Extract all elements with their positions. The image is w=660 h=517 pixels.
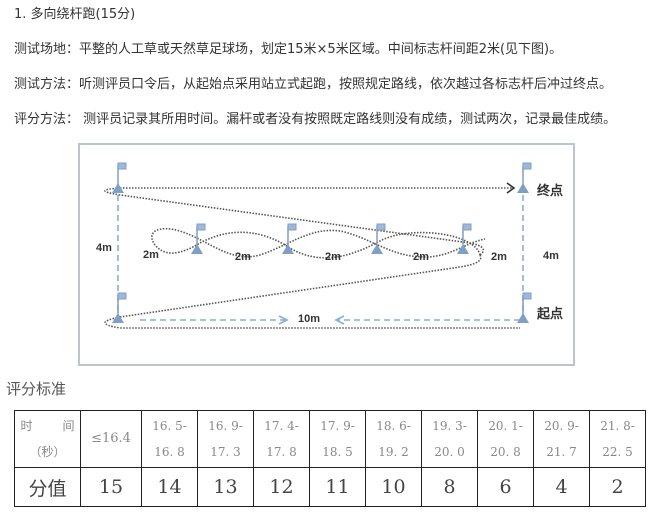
test-venue-text: 测试场地：平整的人工草或天然草足球场，划定15米×5米区域。中间标志杆间距2米(…	[14, 42, 563, 57]
gap-label: 2m	[325, 251, 341, 263]
time-to: 17. 8	[266, 445, 297, 459]
time-from: 17. 9-	[320, 419, 355, 433]
course-diagram: 终点 起点 4m 4m 10m 2m 2m 2m 2m 2m	[78, 143, 575, 366]
time-cell: 16. 5- 16. 8	[141, 410, 198, 468]
score-cell: 14	[141, 467, 198, 507]
time-from: 20. 1-	[488, 419, 523, 433]
time-to: 20. 8	[490, 445, 521, 459]
time-to: 17. 3	[210, 445, 241, 459]
score-cell: 6	[477, 467, 534, 507]
time-from: 18. 6-	[376, 419, 411, 433]
time-header-cell: 时 间 （秒）	[14, 410, 81, 468]
time-row: 时 间 （秒） ≤16.4 16. 5- 16. 8 16. 9- 17. 3 17.…	[14, 410, 646, 468]
bottom-distance-label: 10m	[298, 313, 321, 325]
time-from: 21. 8-	[600, 419, 635, 433]
score-cell: 4	[533, 467, 590, 507]
score-cell: 15	[80, 467, 142, 507]
time-from: 16. 5-	[152, 419, 187, 433]
score-row: 分值 15 14 13 12 11 10 8 6 4 2	[14, 467, 646, 507]
scoring-method-text: 评分方法： 测评员记录其所用时间。漏杆或者没有按照既定路线则没有成绩，测试两次，…	[14, 112, 617, 127]
time-header-char: 间	[62, 419, 75, 433]
time-to: 16. 8	[154, 445, 185, 459]
time-from: 19. 3-	[432, 419, 467, 433]
score-cell: 12	[253, 467, 310, 507]
time-cell: 20. 9- 21. 7	[533, 410, 590, 468]
gap-label: 2m	[235, 251, 251, 263]
start-label: 起点	[537, 307, 564, 322]
gap-label: 2m	[413, 251, 429, 263]
time-to: 19. 2	[378, 445, 409, 459]
gap-label: 2m	[143, 249, 159, 261]
section-title: 1. 多向绕杆跑(15分)	[14, 7, 136, 22]
scoring-standard-title: 评分标准	[6, 380, 67, 398]
time-cell: 19. 3- 20. 0	[421, 410, 478, 468]
right-height-label: 4m	[543, 250, 559, 262]
time-from: 17. 4-	[264, 419, 299, 433]
time-to: 22. 5	[602, 445, 633, 459]
time-to: 21. 7	[546, 445, 577, 459]
score-cell: 8	[421, 467, 478, 507]
left-height-label: 4m	[96, 242, 112, 254]
time-cell: ≤16.4	[80, 410, 142, 468]
time-cell: 18. 6- 19. 2	[365, 410, 422, 468]
scoring-table: 时 间 （秒） ≤16.4 16. 5- 16. 8 16. 9- 17. 3 17.…	[14, 410, 646, 507]
time-cell: 21. 8- 22. 5	[589, 410, 646, 468]
score-cell: 2	[589, 467, 646, 507]
time-cell: 17. 9- 18. 5	[309, 410, 366, 468]
time-header-unit: （秒）	[29, 445, 66, 459]
score-cell: 11	[309, 467, 366, 507]
time-cell: 20. 1- 20. 8	[477, 410, 534, 468]
time-cell: 17. 4- 17. 8	[253, 410, 310, 468]
score-cell: 10	[365, 467, 422, 507]
time-to: 18. 5	[322, 445, 353, 459]
score-cell: 13	[197, 467, 254, 507]
score-header-cell: 分值	[14, 467, 81, 507]
time-header-char: 时	[20, 419, 33, 433]
gap-label: 2m	[491, 251, 507, 263]
time-from: 20. 9-	[544, 419, 579, 433]
time-from: 16. 9-	[208, 419, 243, 433]
time-to: 20. 0	[434, 445, 465, 459]
finish-label: 终点	[537, 184, 564, 199]
time-cell: 16. 9- 17. 3	[197, 410, 254, 468]
test-method-text: 测试方法：听测评员口令后，从起始点采用站立式起跑，按照规定路线，依次越过各标志杆…	[14, 77, 613, 92]
course-route-svg	[104, 162, 532, 329]
